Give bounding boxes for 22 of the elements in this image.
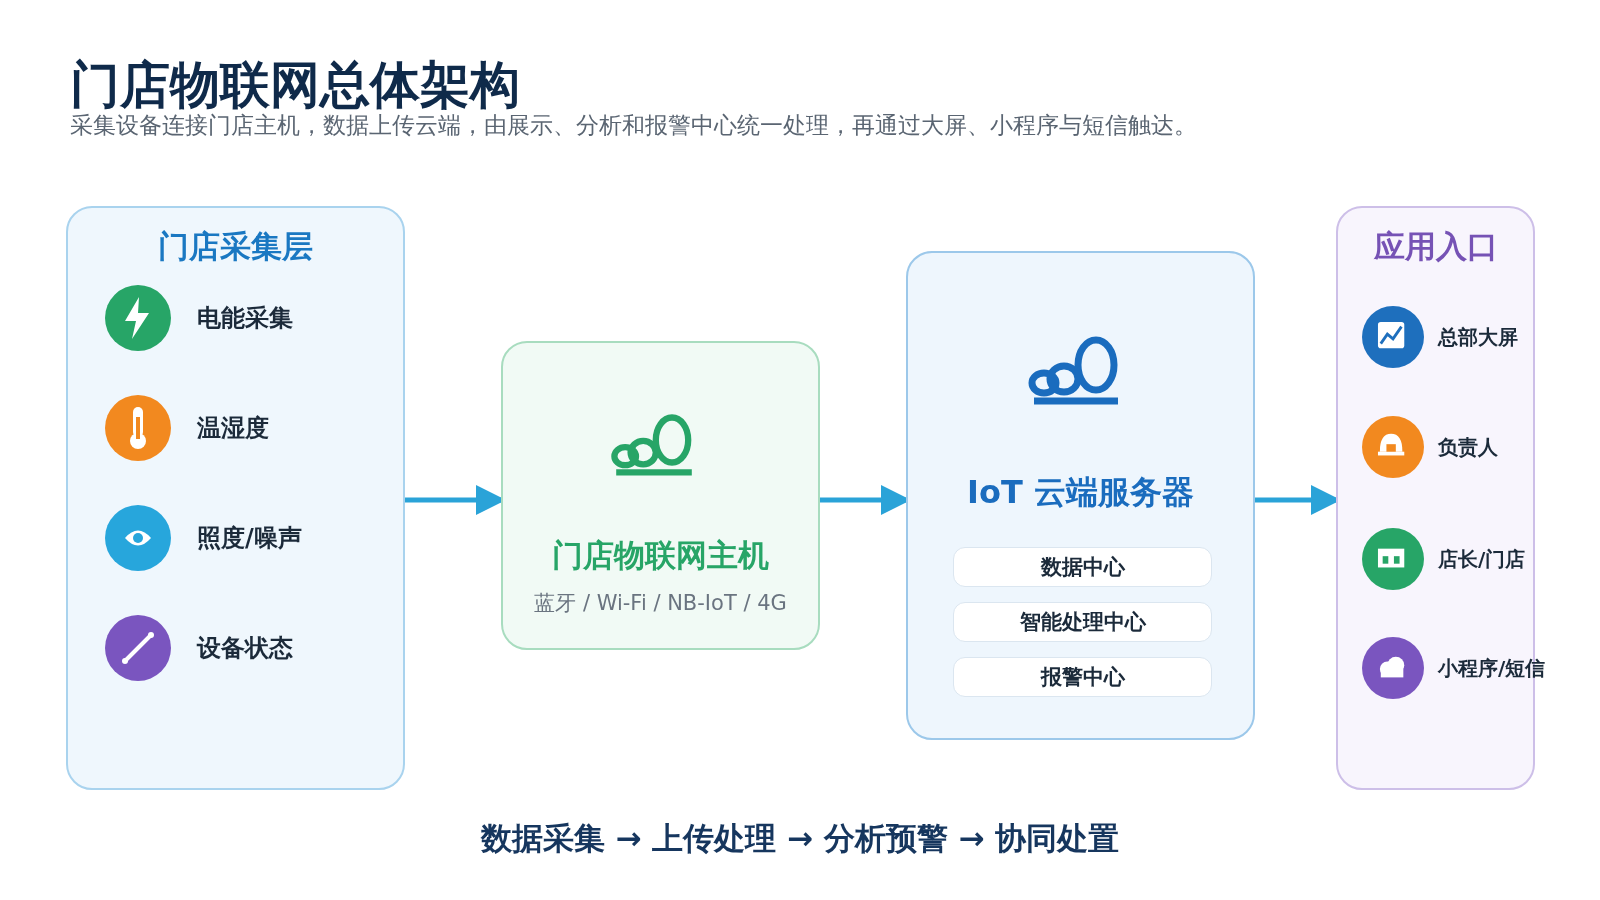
item-label: 电能采集 (197, 303, 293, 334)
panel-heading: 门店采集层 (157, 227, 314, 266)
subtitle: 采集设备连接门店主机，数据上传云端，由展示、分析和报警中心统一处理，再通过大屏、小程序与短信触达。 (70, 111, 1197, 140)
panel-heading: 应用入口 (1372, 227, 1499, 266)
host-box (501, 341, 820, 650)
item-label: 负责人 (1438, 434, 1498, 461)
center-box: 智能处理中心 (953, 602, 1212, 642)
item-label: 设备状态 (197, 633, 293, 664)
title: 门店物联网总体架构 (70, 55, 520, 114)
item-label: 总部大屏 (1438, 324, 1518, 351)
host-title: 门店物联网主机 (551, 536, 770, 575)
flow-summary: 数据采集 → 上传处理 → 分析预警 → 协同处置 (479, 819, 1121, 858)
center-box: 数据中心 (953, 547, 1212, 587)
item-label: 照度/噪声 (197, 523, 302, 554)
server-title: IoT 云端服务器 (966, 472, 1195, 513)
item-label: 店长/门店 (1438, 546, 1526, 573)
layer-panel (66, 206, 405, 790)
server-box (906, 251, 1255, 740)
item-label: 温湿度 (197, 413, 269, 444)
item-label: 小程序/短信 (1438, 655, 1546, 682)
protocol-text: 蓝牙 / Wi-Fi / NB-IoT / 4G (533, 590, 788, 617)
center-box: 报警中心 (953, 657, 1212, 697)
